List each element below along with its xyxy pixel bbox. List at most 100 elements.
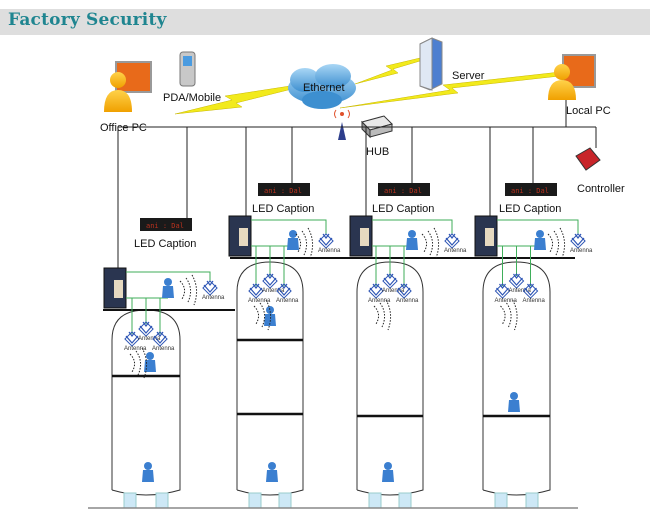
wireless-signal-icon — [334, 109, 350, 119]
antenna-body — [396, 283, 412, 299]
antenna-body — [444, 233, 460, 249]
antenna-label: Antenna — [495, 298, 518, 304]
signal-waves — [385, 299, 392, 331]
wireless-links — [174, 57, 561, 115]
antenna-body — [124, 331, 140, 347]
signal-waves — [129, 353, 136, 373]
led-caption-label: LED Caption — [372, 203, 434, 215]
office-pc-node: Office PC — [100, 61, 152, 134]
signal-waves — [307, 227, 314, 259]
led-display — [258, 183, 310, 196]
antenna-body — [262, 273, 278, 289]
signal-waves — [559, 227, 566, 259]
led-caption-label: LED Caption — [252, 203, 314, 215]
antenna-body — [152, 331, 168, 347]
network-bus — [117, 100, 597, 268]
antenna-body — [382, 273, 398, 289]
local-pc-node: Local PC — [548, 54, 611, 117]
tank-leg — [494, 492, 508, 509]
cabinet-panel — [485, 228, 494, 246]
antenna-label: Antenna — [396, 298, 419, 304]
led-display — [505, 183, 557, 196]
ethernet-label: Ethernet — [303, 82, 345, 94]
antenna-label: Antenna — [523, 298, 546, 304]
signal-waves — [512, 299, 518, 331]
signal-waves — [135, 350, 142, 376]
signal-waves — [500, 305, 506, 325]
led-display — [378, 183, 430, 196]
antenna-body — [138, 321, 154, 337]
person-body — [142, 470, 154, 482]
signal-waves — [179, 280, 186, 300]
person-body — [287, 238, 299, 250]
antenna-body — [508, 273, 525, 289]
sensor-wiring — [251, 219, 327, 286]
person-icon — [268, 462, 276, 470]
person-body — [144, 360, 156, 372]
person-icon — [384, 462, 392, 470]
signal-waves — [547, 233, 554, 253]
person-icon — [144, 462, 152, 470]
tank — [356, 261, 424, 496]
controller-node: Controller — [575, 147, 625, 195]
led-display — [140, 218, 192, 231]
antenna-label: Antenna — [248, 298, 271, 304]
person-icon — [110, 72, 126, 88]
antenna-label: Antenna — [202, 295, 225, 301]
person-icon — [164, 278, 172, 286]
hub-label: HUB — [366, 146, 389, 158]
signal-waves — [427, 230, 434, 256]
signal-waves — [433, 227, 440, 259]
led-caption-label: LED Caption — [499, 203, 561, 215]
person-body — [162, 286, 174, 298]
wireless-ap-icon — [338, 122, 346, 140]
led-display-text: ani : Dal — [264, 187, 302, 195]
signal-waves — [553, 230, 560, 256]
person-body — [266, 470, 278, 482]
server-node: Server — [419, 37, 485, 91]
antenna-label: Antenna — [138, 336, 161, 342]
antenna-body — [276, 283, 292, 299]
signal-waves — [301, 230, 308, 256]
signal-waves — [191, 274, 198, 306]
signal-waves — [141, 347, 148, 379]
sensor-wiring — [497, 219, 579, 286]
person-icon — [408, 230, 416, 238]
person-body — [534, 238, 546, 250]
sensor-wiring — [126, 271, 211, 334]
signal-waves — [265, 299, 272, 331]
tank — [111, 309, 181, 496]
signal-waves — [253, 305, 260, 325]
led-display-text: ani : Dal — [146, 222, 184, 230]
person-icon — [536, 230, 544, 238]
lightning-ethernet-server — [354, 57, 421, 85]
pda-node: PDA/Mobile — [163, 51, 221, 104]
antenna-body — [368, 283, 384, 299]
antenna-body — [248, 283, 264, 299]
antenna-label: Antenna — [262, 288, 285, 294]
person-body — [264, 314, 276, 326]
cabinet-panel — [360, 228, 369, 246]
antenna-body — [522, 283, 539, 299]
office-pc-label: Office PC — [100, 122, 147, 134]
server-label: Server — [452, 70, 485, 82]
antenna-label: Antenna — [382, 288, 405, 294]
ethernet-cloud: Ethernet — [288, 64, 356, 109]
person-body — [508, 400, 520, 412]
pda-screen — [183, 56, 192, 66]
server-front — [419, 37, 433, 91]
person-icon — [266, 306, 274, 314]
signal-waves — [295, 233, 302, 253]
tank-leg — [123, 492, 137, 509]
antenna-label: Antenna — [570, 248, 593, 254]
sensor-wiring — [372, 219, 453, 286]
person-icon — [510, 392, 518, 400]
cabinet-panel — [239, 228, 248, 246]
person-body — [104, 90, 132, 112]
led-display-text: ani : Dal — [384, 187, 422, 195]
antenna-body — [318, 233, 334, 249]
